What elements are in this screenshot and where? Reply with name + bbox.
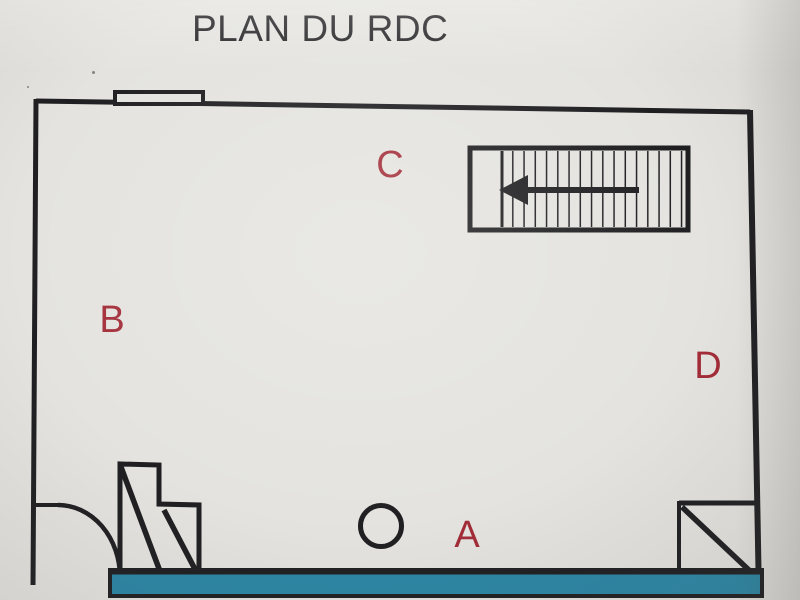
staircase (467, 145, 691, 233)
label-a: A (454, 514, 480, 556)
label-b: B (99, 299, 124, 341)
closet-diagonal (680, 504, 753, 575)
wall-right (747, 109, 762, 598)
chimney-bump (113, 90, 205, 106)
stairs-arrow-left-icon (499, 175, 528, 205)
corner-closet (677, 500, 756, 575)
column-circle (358, 503, 404, 549)
wall-left (30, 98, 39, 586)
corner-stairs-stringer-1 (118, 466, 164, 575)
door-swing-arc (57, 502, 123, 578)
corner-stairs-stringer-2 (161, 508, 200, 575)
corner-stairs (117, 461, 202, 577)
paper-speck (92, 71, 95, 74)
bottom-wall-strip (108, 568, 764, 598)
paper-speck (27, 86, 29, 88)
label-d: D (694, 345, 721, 387)
corner-stairs-outline (117, 461, 202, 577)
entry-door (36, 502, 123, 578)
label-c: C (376, 144, 403, 186)
page-title: PLAN DU RDC (192, 8, 449, 49)
